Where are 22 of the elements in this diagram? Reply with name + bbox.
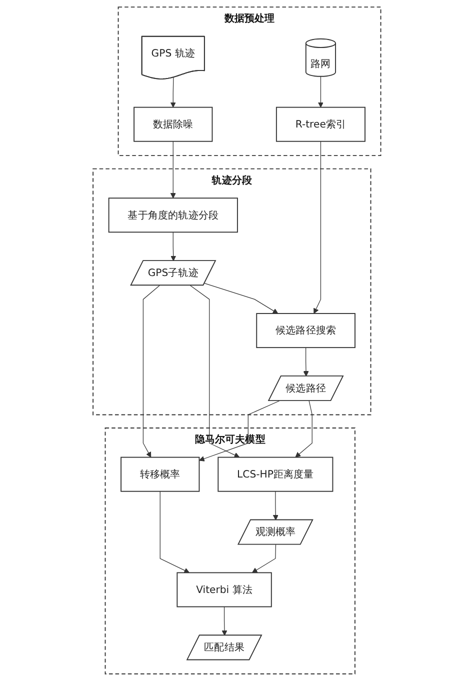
node-box: 候选路径搜索 [256,313,356,348]
arrow [252,544,276,573]
arrow [295,400,313,458]
arrow [222,606,228,636]
arrow [272,491,278,520]
node-box: LCS-HP距离度量 [218,456,334,492]
arrow [170,232,176,262]
node-box: Viterbi 算法 [176,572,272,608]
arrow [170,77,176,108]
arrow [314,141,322,314]
arrow [142,285,160,458]
arrow [303,347,309,377]
arrow [190,285,240,458]
node-box: R-tree索引 [276,106,366,142]
node-box: 数据除噪 [134,106,213,142]
node-box: 转移概率 [120,456,200,492]
arrow [170,141,176,198]
arrow [204,282,278,314]
arrow [318,76,324,108]
node-box: 基于角度的轨迹分段 [108,198,238,233]
arrow [199,400,280,462]
arrow [160,491,190,574]
